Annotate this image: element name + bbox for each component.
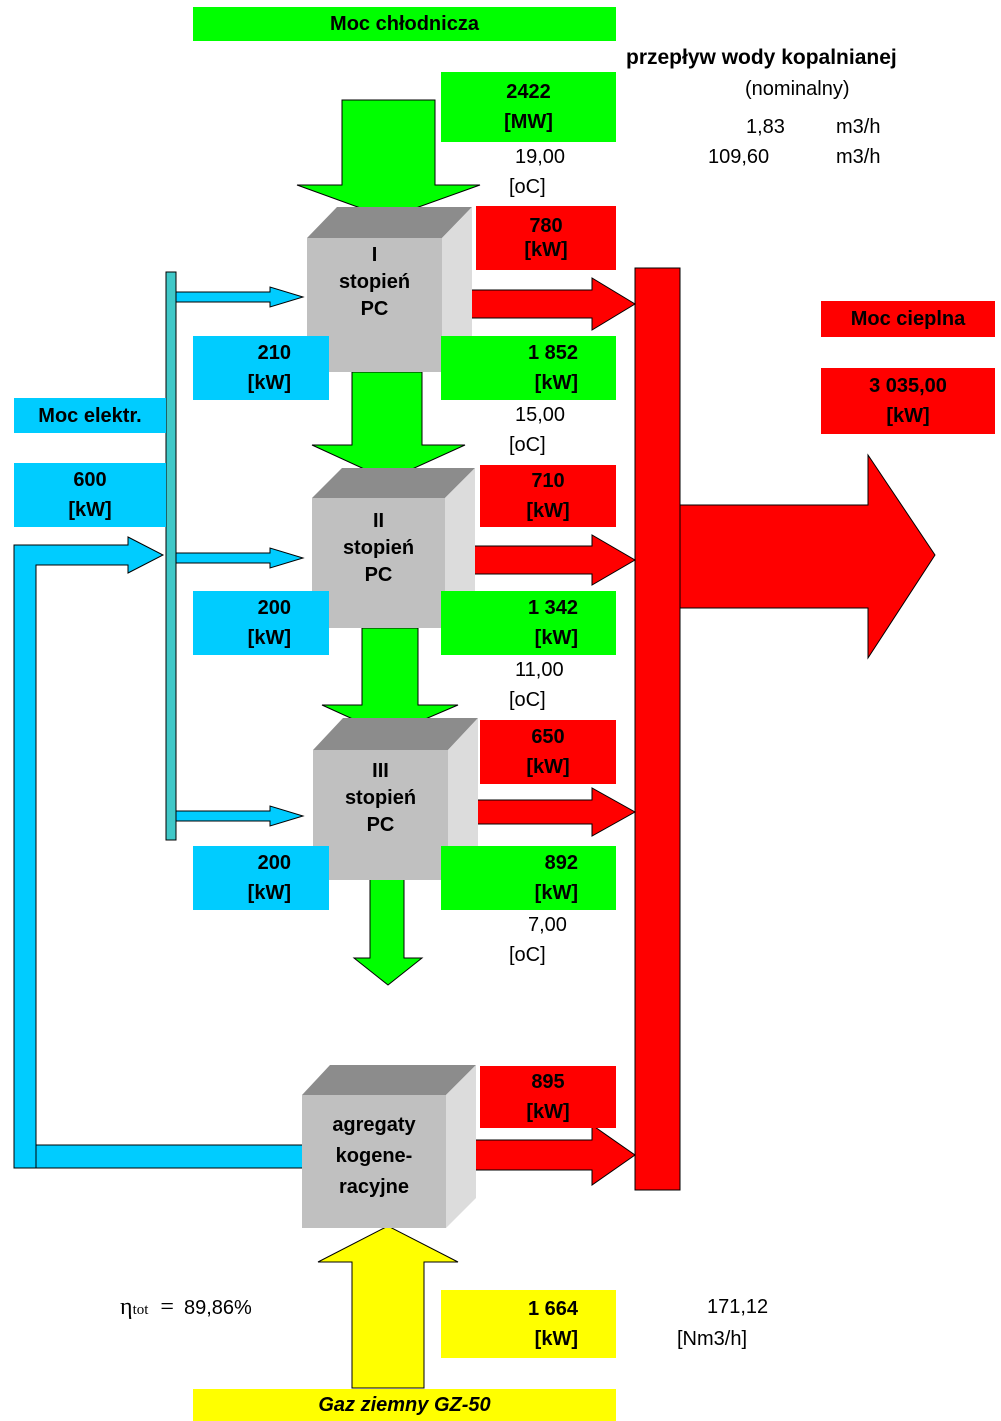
- thermal-total-box: 3 035,00 [kW]: [821, 368, 995, 434]
- stage-3-temp-unit: [oC]: [509, 944, 546, 966]
- gas-flow-unit: [Nm3/h]: [677, 1328, 748, 1350]
- stage-1-cooling-box: 1 852 [kW]: [441, 336, 616, 400]
- stage-2-cube: [312, 468, 475, 628]
- cooling-input-temp-unit: [oC]: [509, 176, 546, 198]
- cooling-input-value: 2422: [506, 81, 551, 103]
- electric-bus: [165, 271, 177, 841]
- stage-3-label: III stopień PC: [344, 760, 417, 836]
- efficiency-symbol: η: [120, 1294, 133, 1320]
- efficiency-formula: ηtot = 89,86%: [120, 1294, 252, 1321]
- stage-1-cube: [307, 207, 472, 372]
- heat-arrow-stage-2: [461, 534, 636, 586]
- stage-1-temp-unit: [oC]: [509, 434, 546, 456]
- cooling-input-temp: 19,00: [515, 146, 566, 168]
- flow-row2-value: 109,60: [708, 146, 770, 168]
- stage-2-electric-box: 200 [kW]: [193, 591, 329, 655]
- thermal-title-box: Moc cieplna: [821, 301, 995, 337]
- cooling-input-box: 2422 [MW]: [441, 72, 616, 142]
- heat-collector-bar: [634, 267, 681, 1191]
- stage-1-label: I stopień PC: [338, 244, 411, 320]
- cooling-input-arrow: [296, 99, 481, 219]
- electric-feed-arrow-2: [175, 547, 305, 569]
- cooling-output-arrow: [352, 877, 424, 986]
- stage-2-temp: 11,00: [515, 659, 564, 681]
- heat-arrow-stage-3: [461, 787, 637, 837]
- stage-1-electric-box: 210 [kW]: [193, 336, 329, 400]
- heat-arrow-cogeneration: [457, 1124, 636, 1186]
- stage-3-temp: 7,00: [528, 914, 567, 936]
- cogeneration-cube: [302, 1065, 476, 1228]
- flow-title: przepływ wody kopalnianej: [626, 46, 897, 69]
- gas-title-box: Gaz ziemny GZ-50: [193, 1389, 616, 1421]
- flow-row1-unit: m3/h: [836, 116, 881, 138]
- heat-output-arrow: [679, 453, 936, 660]
- cooling-power-title: Moc chłodnicza: [193, 7, 616, 41]
- stage-3-cube: [313, 718, 478, 880]
- gas-power-box: 1 664 [kW]: [441, 1290, 616, 1358]
- stage-2-heat-box: 710 [kW]: [480, 465, 616, 527]
- flow-row1-value: 1,83: [746, 116, 785, 138]
- stage-3-heat-box: 650 [kW]: [480, 720, 616, 784]
- electric-feed-arrow-1: [175, 286, 305, 308]
- stage-2-cooling-box: 1 342 [kW]: [441, 591, 616, 655]
- electric-return-loop: [13, 536, 305, 1169]
- cogeneration-heat-box: 895 [kW]: [480, 1066, 616, 1128]
- cogeneration-label: agregaty kogene- racyjne: [332, 1114, 416, 1198]
- flow-subtitle: (nominalny): [745, 78, 850, 100]
- efficiency-equals: =: [160, 1294, 174, 1320]
- electric-total-box: 600 [kW]: [14, 463, 166, 527]
- stage-1-temp: 15,00: [515, 404, 566, 426]
- cooling-input-unit: [MW]: [504, 111, 553, 133]
- stage-3-electric-box: 200 [kW]: [193, 846, 329, 910]
- heat-arrow-stage-1: [461, 277, 636, 331]
- stage-2-label: II stopień PC: [342, 510, 415, 586]
- cooling-arrow-stage-1-2: [311, 371, 466, 481]
- gas-input-arrow: [317, 1225, 459, 1389]
- stage-3-cooling-box: 892 [kW]: [441, 846, 616, 910]
- gas-flow-value: 171,12: [707, 1296, 769, 1318]
- efficiency-value: 89,86%: [183, 1297, 252, 1319]
- electric-title-box: Moc elektr.: [14, 398, 166, 433]
- stage-1-heat-box: 780 [kW]: [476, 206, 616, 270]
- electric-feed-arrow-3: [175, 805, 305, 827]
- stage-2-temp-unit: [oC]: [509, 689, 546, 711]
- flow-row2-unit: m3/h: [836, 146, 881, 168]
- efficiency-subscript: tot: [132, 1302, 149, 1318]
